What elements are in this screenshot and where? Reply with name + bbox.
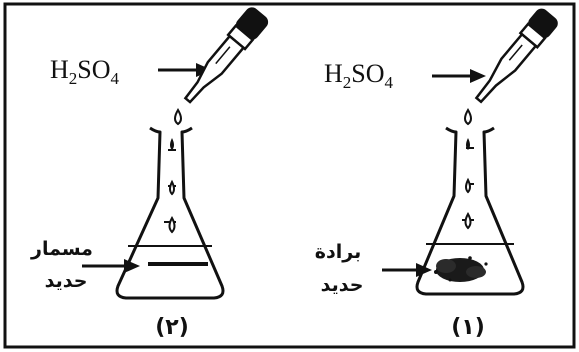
- dropper-right: [474, 8, 558, 104]
- label-iron-nail-line1: مسمار: [30, 238, 93, 260]
- acid-formula-left: H2SO4: [50, 55, 120, 88]
- acid-drop-left: [174, 108, 182, 126]
- label-iron-filings-line1: برادة: [315, 241, 361, 263]
- iron-filings: [434, 256, 488, 282]
- arrow-to-filings: [382, 263, 432, 277]
- arrow-to-nail: [82, 259, 140, 273]
- label-iron-nail-line2: حديد: [45, 270, 88, 292]
- arrow-to-dropper-right: [432, 69, 486, 83]
- setup-number-2: (٢): [155, 315, 189, 340]
- acid-formula-right: H2SO4: [324, 59, 394, 92]
- setup-iron-filings: H2SO4: [315, 8, 558, 340]
- acid-drop-right: [464, 108, 472, 126]
- label-iron-filings-line2: حديد: [321, 274, 364, 296]
- setup-iron-nail: H2SO4: [30, 7, 269, 340]
- iron-nail: [148, 262, 208, 266]
- flask-right: [415, 126, 525, 296]
- flask-left: [115, 126, 225, 300]
- diagram-border: [3, 2, 576, 349]
- dropper-left: [183, 7, 269, 104]
- setup-number-1: (١): [451, 315, 485, 340]
